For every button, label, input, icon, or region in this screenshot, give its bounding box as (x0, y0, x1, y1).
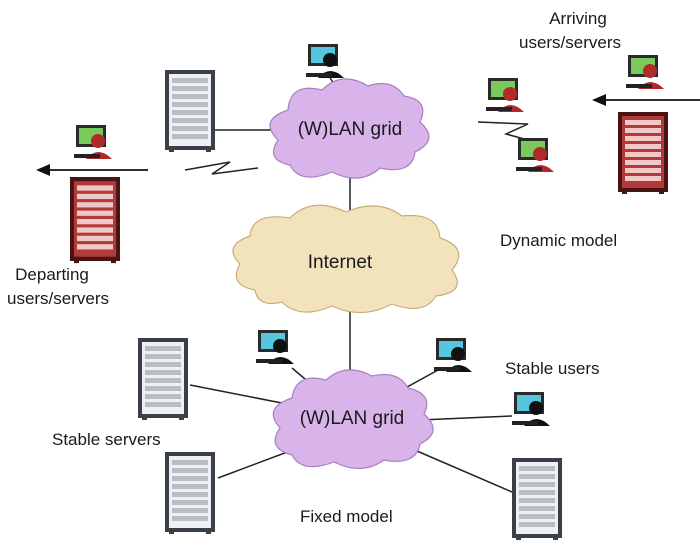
workstation-user-icon-stable-far (512, 392, 550, 426)
wireless-link-icon (477, 121, 529, 141)
cloud-icon-internet (232, 204, 460, 314)
server-rack-icon-arriving (618, 112, 668, 194)
departing-label-line2: users/servers (7, 289, 109, 308)
server-rack-icon-stable-left (138, 338, 188, 420)
server-rack-icon-stable-lower (165, 452, 215, 534)
departing-arrow-icon (36, 164, 148, 176)
dynamic-model-label: Dynamic model (500, 231, 617, 250)
wireless-link-icon (184, 161, 259, 175)
workstation-user-icon-stable-right (434, 338, 472, 372)
workstation-user-icon-stable-left (256, 330, 294, 364)
stable-servers-label: Stable servers (52, 430, 161, 449)
fixed-model-label: Fixed model (300, 507, 393, 526)
link-bottom-server-left (189, 384, 293, 406)
server-rack-icon-departing (70, 177, 120, 264)
workstation-user-icon-arriving (486, 78, 524, 112)
links (189, 77, 513, 493)
wlan-grid-label-top: (W)LAN grid (298, 119, 403, 140)
server-rack-icon-stable-right (512, 458, 562, 540)
link-bottom-user-far (419, 415, 513, 421)
workstation-user-icon-departing (74, 125, 112, 159)
arriving-label-line2: users/servers (519, 33, 621, 52)
arriving-label-line1: Arriving (549, 9, 607, 28)
internet-label: Internet (308, 252, 373, 273)
link-bottom-server-right (409, 447, 513, 493)
departing-label-line1: Departing (15, 265, 89, 284)
cloud-icon-wlan-top (269, 78, 430, 179)
cloud-icon-wlan-bottom (272, 369, 434, 470)
arriving-arrow-icon (592, 94, 700, 106)
workstation-user-icon-top (306, 44, 344, 78)
stable-users-label: Stable users (505, 359, 600, 378)
workstation-user-icon-arriving-far (626, 55, 664, 89)
wlan-grid-label-bottom: (W)LAN grid (300, 408, 405, 429)
workstation-user-icon-arriving-lower (516, 138, 554, 172)
server-rack-icon (165, 70, 215, 152)
